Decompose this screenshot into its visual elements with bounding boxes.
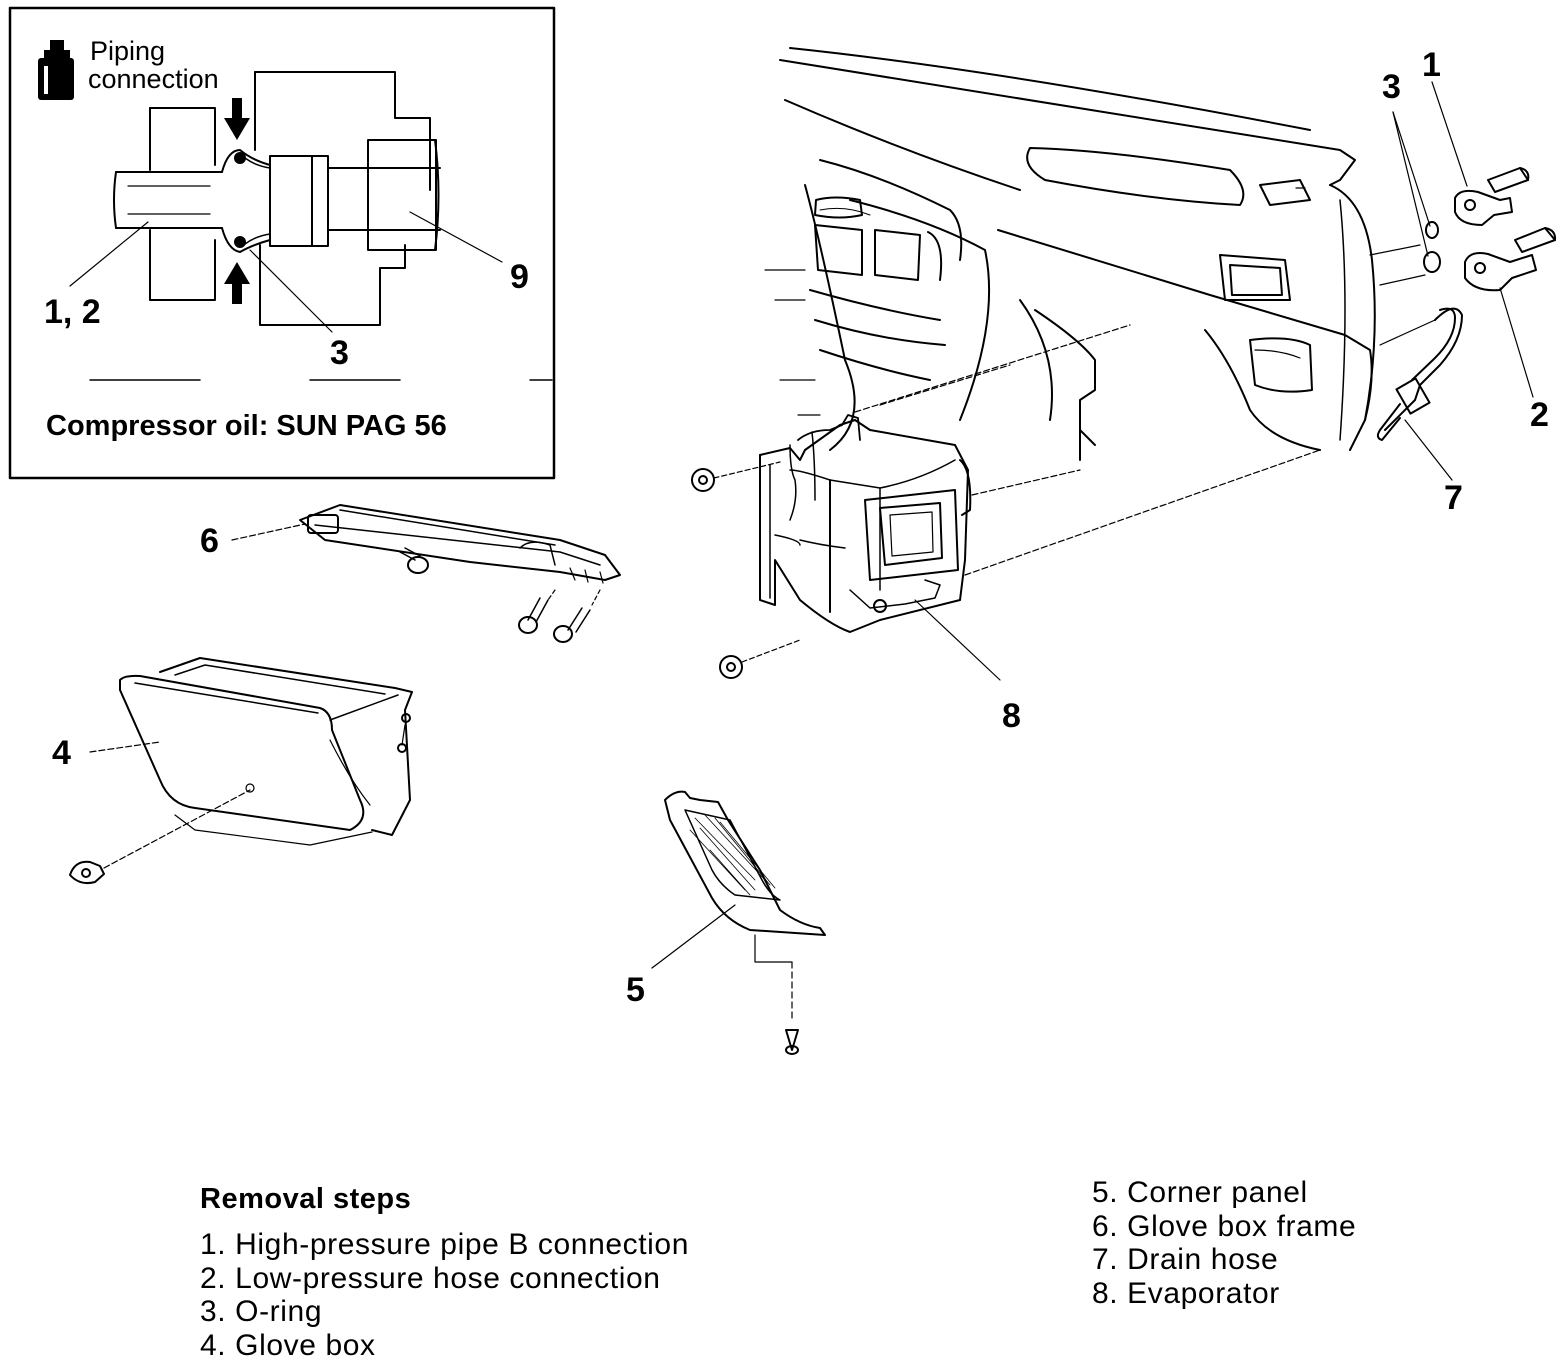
removal-step: 8. Evaporator — [1092, 1276, 1280, 1310]
piping-label-line2: connection — [88, 64, 219, 94]
pipe-connection-drawing — [113, 71, 441, 326]
glove-box — [69, 657, 413, 885]
piping-label-line1: Piping — [90, 36, 165, 66]
callout-5: 5 — [626, 971, 645, 1009]
compressor-oil-note: Compressor oil: SUN PAG 56 — [46, 410, 447, 442]
removal-step: 4. Glove box — [200, 1328, 376, 1362]
removal-step: 6. Glove box frame — [1092, 1209, 1357, 1243]
callout-6: 6 — [200, 522, 219, 560]
arrow-up-icon — [224, 262, 250, 304]
oil-can-icon — [38, 40, 74, 100]
callout-4: 4 — [52, 734, 71, 772]
evaporator-unit — [759, 324, 1321, 633]
removal-step: 2. Low-pressure hose connection — [200, 1261, 661, 1295]
removal-steps-list-left: 1. High-pressure pipe B connection 2. Lo… — [200, 1228, 689, 1362]
nut-lower — [719, 639, 801, 679]
callout-3: 3 — [1382, 68, 1401, 106]
callout-8: 8 — [1002, 697, 1021, 735]
removal-step: 3. O-ring — [200, 1295, 323, 1328]
nut-upper — [691, 461, 781, 492]
callout-1: 1 — [1422, 46, 1441, 84]
removal-steps-title: Removal steps — [200, 1183, 412, 1215]
corner-panel — [651, 790, 826, 1055]
removal-step: 1. High-pressure pipe B connection — [200, 1228, 690, 1261]
glove-box-frame — [231, 504, 621, 643]
inset-callout-pipes: 1, 2 — [44, 293, 101, 331]
removal-step: 5. Corner panel — [1092, 1176, 1308, 1209]
instrument-panel — [764, 47, 1436, 461]
inset-callout-oring: 3 — [330, 334, 349, 372]
removal-step: 7. Drain hose — [1092, 1243, 1279, 1276]
inset-callout-compressor-pipe: 9 — [510, 258, 529, 296]
arrow-down-icon — [224, 98, 250, 140]
inset-piping-detail — [8, 6, 556, 480]
callout-7: 7 — [1444, 479, 1463, 517]
removal-steps-list-right: 5. Corner panel 6. Glove box frame 7. Dr… — [1092, 1176, 1356, 1310]
callout-2: 2 — [1530, 396, 1549, 434]
pipe-fittings — [1376, 81, 1557, 481]
